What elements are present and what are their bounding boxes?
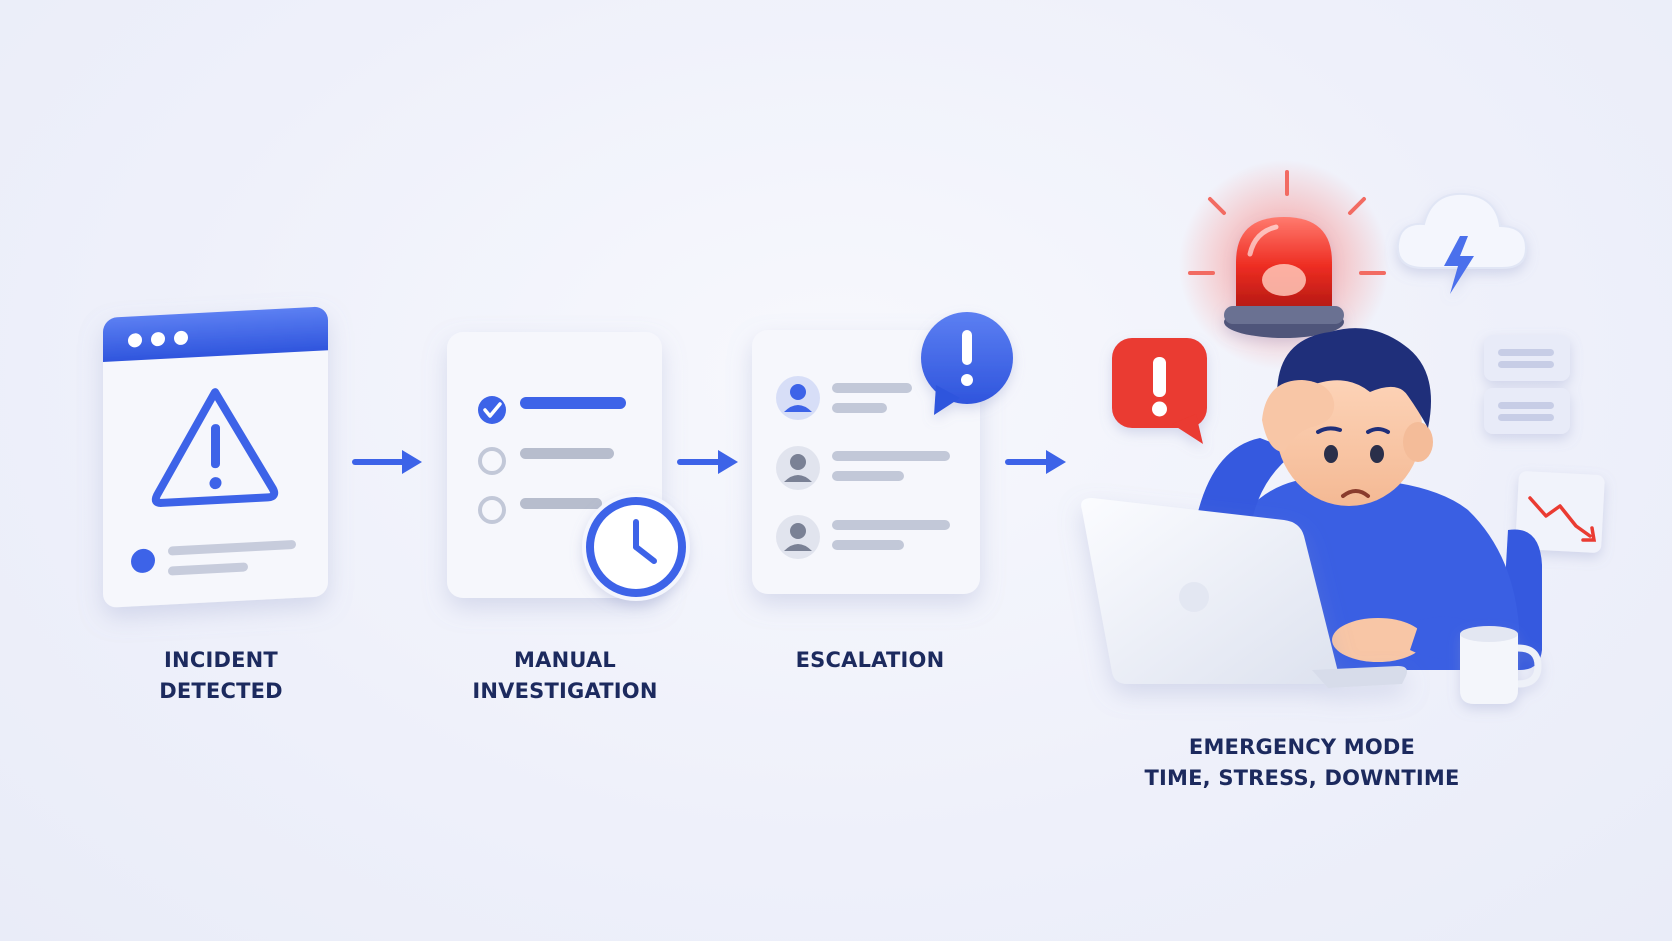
step-label-line: INCIDENT [164, 648, 278, 672]
user-avatar-icon [776, 376, 820, 420]
step-label-incident-detected: INCIDENT DETECTED [121, 645, 321, 707]
step-label-line: INVESTIGATION [472, 679, 658, 703]
window-dot-icon [151, 332, 165, 347]
siren-icon [1224, 217, 1344, 338]
step-label-escalation: ESCALATION [770, 645, 970, 676]
checkbox-empty-icon [478, 496, 506, 524]
step-label-line: EMERGENCY MODE [1188, 735, 1416, 759]
checkbox-checked-icon [478, 396, 506, 424]
incident-window-icon [103, 306, 328, 608]
step-label-line: TIME, STRESS, DOWNTIME [1144, 766, 1460, 790]
laptop-icon [1081, 498, 1407, 688]
step-label-emergency-mode: EMERGENCY MODE TIME, STRESS, DOWNTIME [1132, 732, 1472, 794]
siren-rays-icon [1188, 170, 1386, 275]
falling-chart-icon [1515, 471, 1605, 553]
escalation-card-icon [752, 330, 980, 594]
window-dot-icon [128, 333, 142, 348]
arrow-right-icon [1005, 450, 1066, 474]
storm-cloud-icon [1396, 192, 1528, 294]
server-stack-icon [1484, 335, 1570, 434]
user-avatar-icon [776, 515, 820, 559]
checkbox-empty-icon [478, 447, 506, 475]
step-label-line: ESCALATION [795, 648, 945, 672]
clock-icon [582, 493, 690, 601]
user-avatar-icon [776, 446, 820, 490]
step-label-line: DETECTED [159, 679, 283, 703]
coffee-mug-icon [1460, 626, 1542, 704]
arrow-right-icon [677, 450, 738, 474]
red-alert-bubble-icon [1112, 338, 1207, 444]
alert-bubble-icon [921, 312, 1013, 415]
step-label-manual-investigation: MANUAL INVESTIGATION [445, 645, 685, 707]
step-label-line: MANUAL [514, 648, 616, 672]
warning-triangle-icon [151, 388, 279, 507]
arrow-right-icon [352, 450, 422, 474]
window-dot-icon [174, 330, 188, 345]
